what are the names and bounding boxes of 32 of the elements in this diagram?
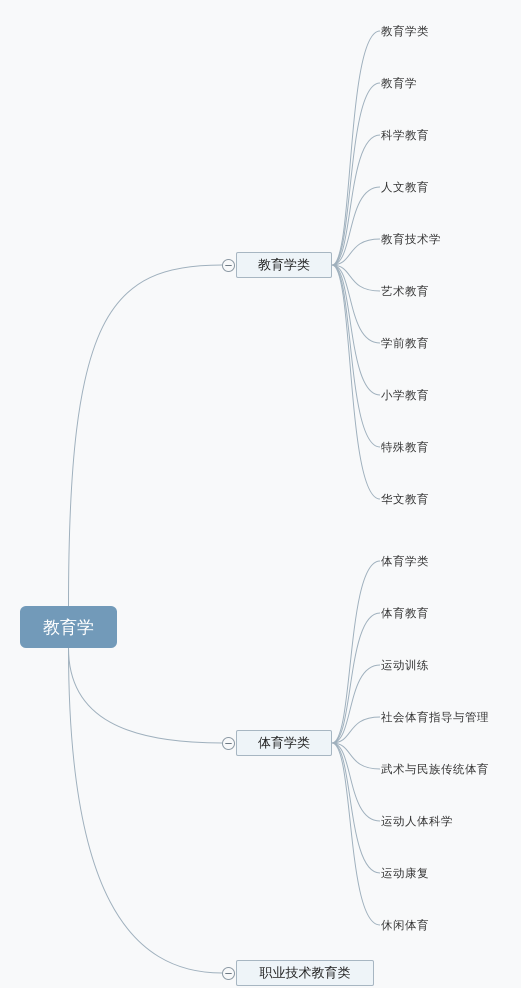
- connector-line: [332, 134, 380, 266]
- root-topic-box: 教育学: [20, 606, 117, 648]
- topic-label: 运动人体科学: [380, 813, 454, 829]
- topic-label: 武术与民族传统体育: [380, 761, 490, 777]
- topic-label: 华文教育: [380, 491, 430, 507]
- connector-line: [68, 648, 222, 974]
- topic-label: 学前教育: [380, 335, 430, 351]
- subtopic-box: 体育学类: [236, 730, 332, 756]
- connector-line: [332, 560, 380, 744]
- topic-label: 教育学类: [380, 23, 430, 39]
- topic-label: 艺术教育: [380, 283, 430, 299]
- topic-label: 人文教育: [380, 179, 430, 195]
- topic-label: 小学教育: [380, 387, 430, 403]
- connector-line: [332, 742, 380, 926]
- topic-label: 运动训练: [380, 657, 430, 673]
- topic-label: 体育学类: [380, 553, 430, 569]
- connector-line: [332, 612, 380, 744]
- connector-line: [68, 264, 222, 606]
- topic-label: 体育教育: [380, 605, 430, 621]
- topic-label: 运动康复: [380, 865, 430, 881]
- subtopic-box: 职业技术教育类: [236, 960, 374, 986]
- connector-line: [332, 82, 380, 266]
- connector-line: [332, 264, 380, 500]
- topic-label: 社会体育指导与管理: [380, 709, 490, 725]
- connector-line: [332, 742, 380, 874]
- connector-line: [332, 264, 380, 448]
- subtopic-box: 教育学类: [236, 252, 332, 278]
- topic-label: 特殊教育: [380, 439, 430, 455]
- topic-label: 科学教育: [380, 127, 430, 143]
- topic-label: 教育技术学: [380, 231, 442, 247]
- topic-label: 休闲体育: [380, 917, 430, 933]
- topic-label: 教育学: [380, 75, 418, 91]
